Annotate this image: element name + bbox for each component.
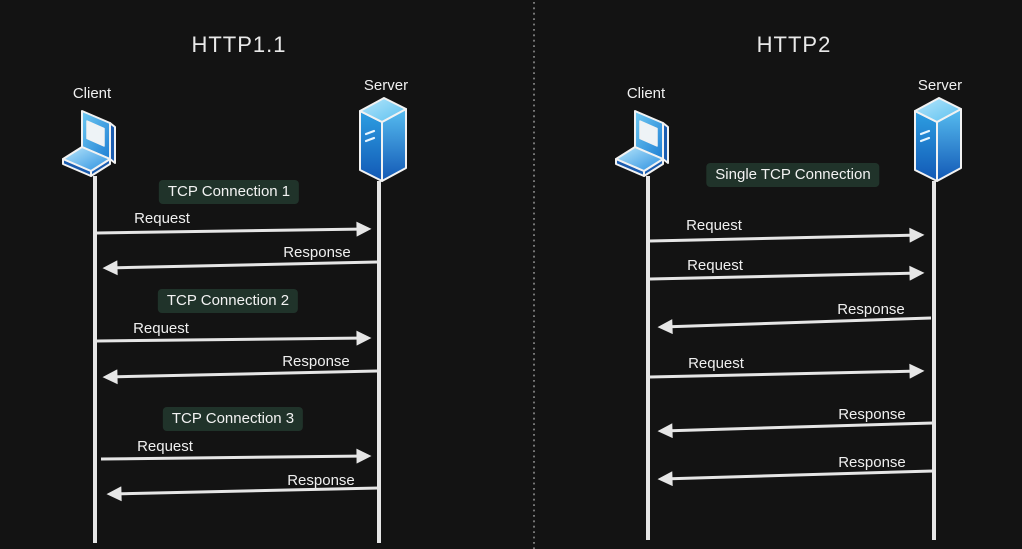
http11-request2-arrow bbox=[96, 330, 372, 346]
http11-response3-label: Response bbox=[287, 472, 355, 489]
server-vent-dashes bbox=[919, 129, 931, 143]
http11-response1-label: Response bbox=[283, 244, 351, 261]
server-tower-icon bbox=[914, 97, 962, 182]
http2-request3-label: Request bbox=[688, 355, 744, 372]
http2-response3-arrow bbox=[657, 469, 934, 487]
tcp-connection-2-badge: TCP Connection 2 bbox=[157, 289, 299, 313]
http11-request1-label: Request bbox=[134, 210, 190, 227]
http2-response1-label: Response bbox=[837, 301, 905, 318]
tcp-connection-3-badge: TCP Connection 3 bbox=[162, 407, 304, 431]
http11-client-label: Client bbox=[72, 85, 112, 102]
http11-request2-label: Request bbox=[133, 320, 189, 337]
http11-request3-label: Request bbox=[137, 438, 193, 455]
http2-response1-arrow bbox=[657, 316, 932, 335]
http11-request1-arrow bbox=[96, 221, 372, 237]
http11-response1-arrow bbox=[102, 260, 378, 276]
client-laptop-icon bbox=[62, 110, 116, 177]
http2-request2-label: Request bbox=[687, 257, 743, 274]
single-tcp-connection-badge: Single TCP Connection bbox=[706, 163, 880, 187]
http2-request1-arrow bbox=[649, 227, 925, 243]
http2-server-label: Server bbox=[917, 77, 963, 94]
server-vent-dashes bbox=[364, 129, 376, 143]
http11-response2-label: Response bbox=[282, 353, 350, 370]
http2-panel-title: HTTP2 bbox=[756, 32, 832, 57]
http2-response2-arrow bbox=[657, 421, 934, 439]
client-laptop-icon bbox=[615, 110, 669, 177]
http2-response2-label: Response bbox=[838, 406, 906, 423]
http11-response2-arrow bbox=[102, 369, 378, 385]
http2-request2-arrow bbox=[649, 265, 925, 281]
http2-response3-label: Response bbox=[838, 454, 906, 471]
http2-client-label: Client bbox=[626, 85, 666, 102]
http11-response3-arrow bbox=[106, 486, 380, 502]
http2-request3-arrow bbox=[649, 363, 925, 379]
server-tower-icon bbox=[359, 97, 407, 182]
tcp-connection-1-badge: TCP Connection 1 bbox=[158, 180, 300, 204]
http11-panel-title: HTTP1.1 bbox=[191, 32, 287, 57]
http11-request3-arrow bbox=[100, 448, 372, 464]
http2-request1-label: Request bbox=[686, 217, 742, 234]
http11-server-label: Server bbox=[363, 77, 409, 94]
